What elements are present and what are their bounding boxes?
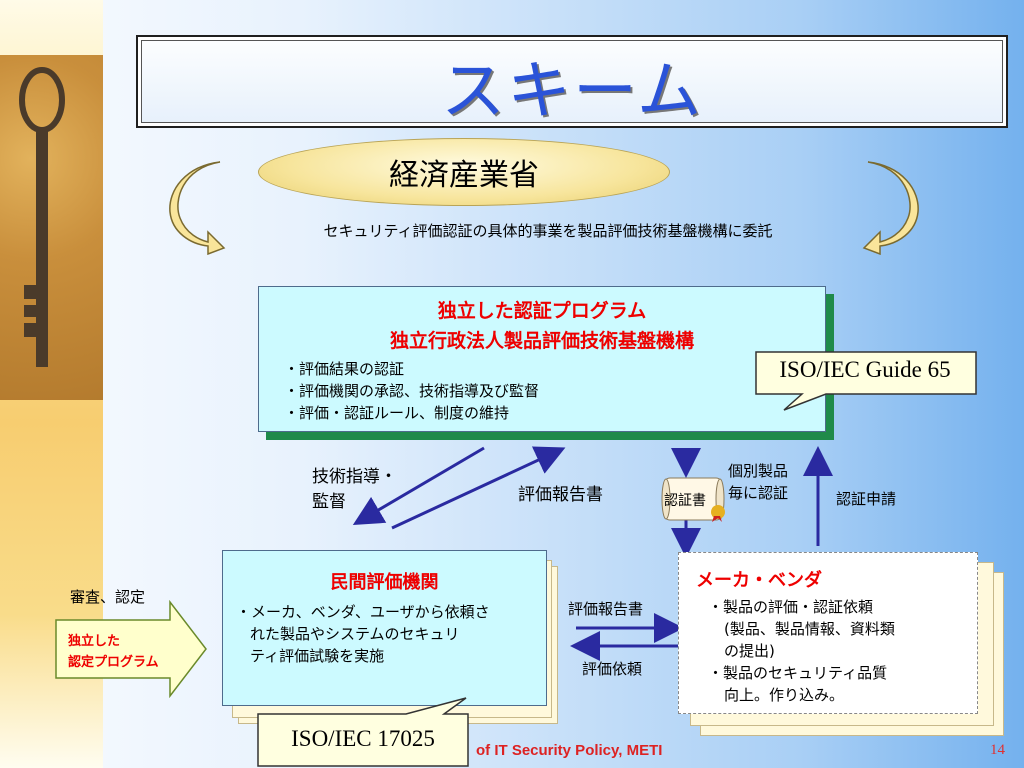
key-photo [0, 55, 103, 400]
program-item: ・評価・認証ルール、制度の維持 [284, 404, 510, 422]
curved-arrow-left-icon [169, 161, 226, 255]
lab-text-line: ティ評価試験を実施 [250, 647, 385, 665]
maker-item: ・製品の評価・認証依頼 [708, 598, 874, 616]
lab-title: 民間評価機関 [330, 572, 439, 593]
certification-program-box [258, 286, 826, 432]
lab-text: ・メーカ、ベンダ、ユーザから依頼さ れた製品やシステムのセキュリ ティ評価試験を… [236, 601, 490, 667]
maker-item: 向上。作り込み。 [724, 686, 845, 704]
independent-label-1: 独立した [68, 634, 121, 649]
tech-guidance-label-2: 監督 [312, 492, 346, 512]
evaluation-lab-box [222, 550, 547, 706]
lab-text-line: ・メーカ、ベンダ、ユーザから依頼さ [236, 603, 490, 621]
maker-list: ・製品の評価・認証依頼 (製品、製品情報、資料類 の提出) ・製品のセキュリティ… [708, 596, 895, 706]
cert-request-label: 認証申請 [836, 490, 897, 508]
guide65-label: ISO/IEC Guide 65 [779, 357, 951, 382]
page-number: 14 [990, 742, 1005, 758]
independent-program-arrow-icon [55, 600, 207, 698]
title-frame [136, 35, 1008, 128]
program-item: ・評価結果の認証 [284, 360, 405, 378]
meti-ellipse: 経済産業省 [258, 138, 670, 206]
page-title: スキーム [440, 55, 704, 129]
curved-arrow-right-icon [862, 161, 919, 255]
certificate-scroll [660, 476, 726, 522]
program-title-1: 独立した認証プログラム [437, 300, 647, 322]
guide65-bubble-shape [755, 351, 977, 411]
tech-guidance-label-1: 技術指導・ [312, 467, 397, 487]
eval-report-label-top: 評価報告書 [518, 485, 603, 505]
certificate-scroll-icon [661, 477, 725, 522]
footer-text: of IT Security Policy, METI [476, 742, 663, 759]
eval-request-label: 評価依頼 [582, 660, 643, 678]
eval-report-label-mid: 評価報告書 [568, 600, 644, 618]
maker-item: ・製品のセキュリティ品質 [708, 664, 888, 682]
maker-item: (製品、製品情報、資料類 [724, 620, 895, 638]
maker-title: メーカ・ベンダ [696, 570, 822, 591]
certificate-label: 認証書 [664, 493, 706, 509]
iso17025-label: ISO/IEC 17025 [291, 726, 435, 751]
individual-label-2: 毎に認証 [728, 484, 789, 502]
subtitle-text: セキュリティ評価認証の具体的事業を製品評価技術基盤機構に委託 [323, 222, 773, 240]
lab-text-line: れた製品やシステムのセキュリ [250, 625, 460, 643]
individual-label-1: 個別製品 [728, 462, 789, 480]
maker-item: の提出) [724, 642, 775, 660]
independent-label-2: 認定プログラム [68, 655, 159, 670]
meti-label: 経済産業省 [389, 158, 539, 193]
program-item: ・評価機関の承認、技術指導及び監督 [284, 382, 540, 400]
program-list: ・評価結果の認証 ・評価機関の承認、技術指導及び監督 ・評価・認証ルール、制度の… [284, 358, 539, 424]
maker-vendor-box [678, 552, 978, 714]
iso17025-bubble-shape [257, 697, 469, 767]
program-title-2: 独立行政法人製品評価技術基盤機構 [389, 330, 694, 352]
review-label: 審査、認定 [70, 588, 146, 606]
